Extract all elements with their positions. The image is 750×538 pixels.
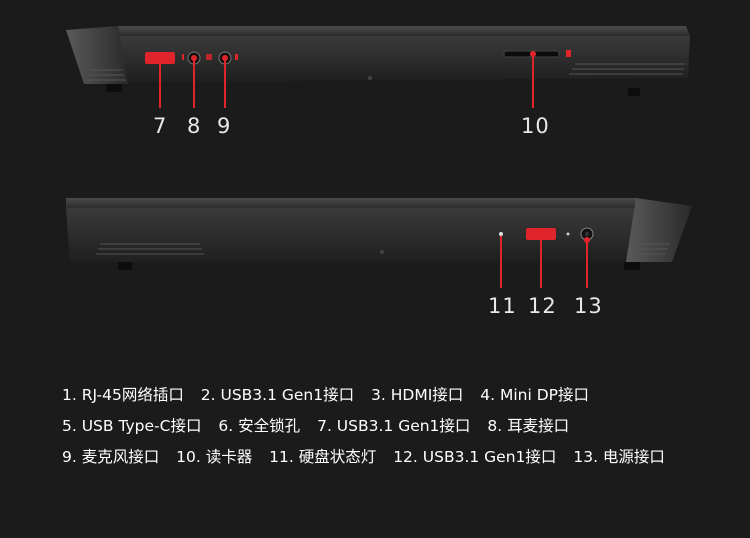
bottom-laptop-wedge [626, 198, 692, 262]
legend-row-3: 9. 麦克风接口 10. 读卡器 11. 硬盘状态灯 12. USB3.1 Ge… [62, 445, 742, 467]
legend-item: 4. Mini DP接口 [480, 386, 589, 404]
hdd-led-11 [499, 232, 503, 236]
legend-item: 5. USB Type-C接口 [62, 417, 202, 435]
callout-11: 11 [488, 294, 517, 318]
legend-item: 6. 安全锁孔 [218, 417, 301, 435]
legend-item: 9. 麦克风接口 [62, 448, 160, 466]
legend-item: 1. RJ-45网络插口 [62, 386, 184, 404]
top-laptop-body [112, 36, 690, 82]
legend-item: 13. 电源接口 [573, 448, 665, 466]
legend-item: 2. USB3.1 Gen1接口 [200, 386, 355, 404]
bottom-laptop-lid [66, 198, 640, 208]
callout-12: 12 [528, 294, 557, 318]
callout-10: 10 [521, 114, 550, 138]
legend-item: 8. 耳麦接口 [487, 417, 570, 435]
top-laptop-lid [118, 26, 690, 36]
legend-item: 7. USB3.1 Gen1接口 [317, 417, 471, 435]
legend-row-2: 5. USB Type-C接口 6. 安全锁孔 7. USB3.1 Gen1接口… [62, 414, 742, 436]
legend-item: 12. USB3.1 Gen1接口 [393, 448, 557, 466]
callout-8: 8 [187, 114, 202, 138]
callout-7: 7 [153, 114, 168, 138]
legend-row-1: 1. RJ-45网络插口 2. USB3.1 Gen1接口 3. HDMI接口 … [62, 383, 742, 405]
legend-item: 3. HDMI接口 [371, 386, 464, 404]
callout-9: 9 [217, 114, 232, 138]
legend-item: 11. 硬盘状态灯 [269, 448, 377, 466]
callout-13: 13 [574, 294, 603, 318]
bottom-laptop-body [66, 208, 640, 262]
legend-item: 10. 读卡器 [176, 448, 253, 466]
